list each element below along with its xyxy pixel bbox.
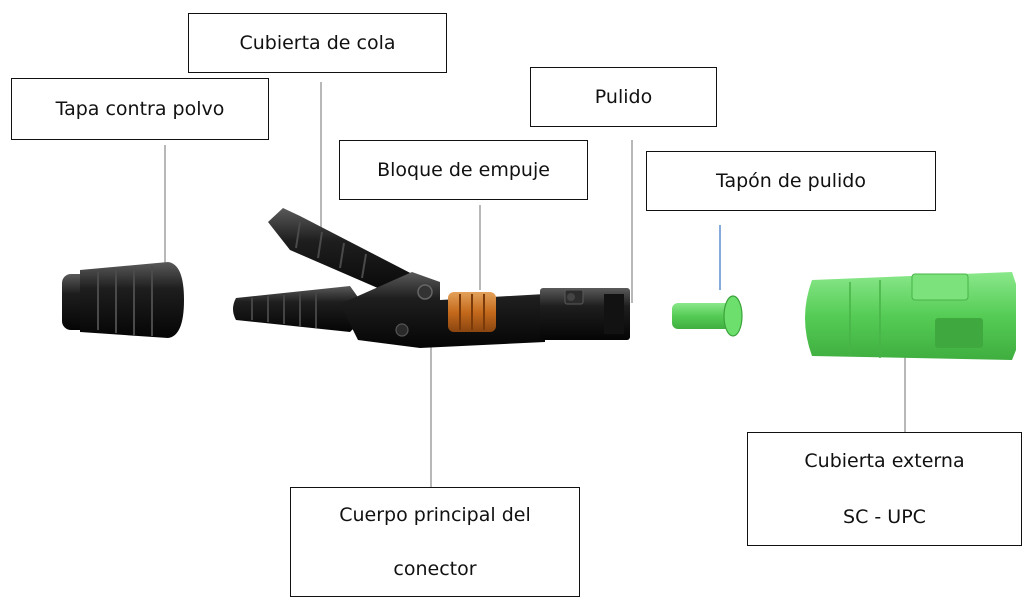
ferrule-housing-part (540, 288, 630, 340)
label-cubierta-de-cola: Cubierta de cola (188, 13, 447, 73)
label-cubierta-externa-line1: Cubierta externa (804, 450, 965, 472)
label-pulido: Pulido (530, 67, 717, 127)
label-bloque-de-empuje: Bloque de empuje (339, 140, 588, 200)
label-cuerpo-principal-line2: conector (393, 558, 477, 580)
label-cuerpo-principal: Cuerpo principal del conector (290, 487, 580, 597)
label-pulido-text: Pulido (594, 86, 653, 108)
push-block-part (448, 292, 496, 332)
label-cubierta-de-cola-text: Cubierta de cola (239, 32, 396, 54)
sc-housing-part (805, 272, 1016, 360)
label-tapa-contra-polvo: Tapa contra polvo (11, 78, 269, 140)
label-cubierta-externa: Cubierta externa SC - UPC (747, 432, 1022, 546)
label-tapon-de-pulido-text: Tapón de pulido (715, 170, 866, 192)
dust-cap-part (62, 262, 184, 338)
label-bloque-de-empuje-text: Bloque de empuje (377, 159, 550, 181)
label-tapa-contra-polvo-text: Tapa contra polvo (55, 98, 225, 120)
polishing-plug-part (672, 295, 743, 337)
label-cubierta-externa-line2: SC - UPC (843, 506, 926, 528)
tail-cover-part (268, 208, 420, 302)
boot-part (233, 286, 360, 332)
label-cuerpo-principal-line1: Cuerpo principal del (339, 504, 531, 526)
label-tapon-de-pulido: Tapón de pulido (646, 151, 936, 211)
